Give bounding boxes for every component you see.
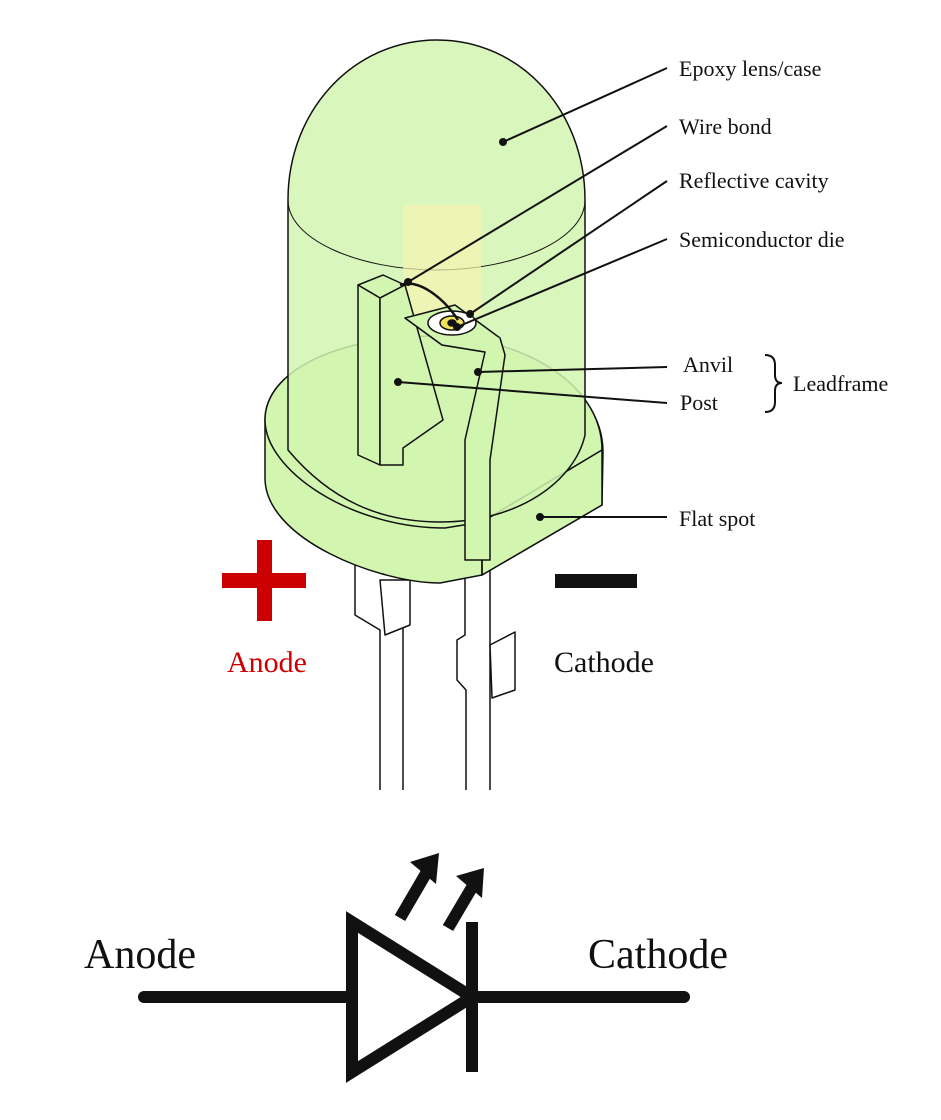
lead-cathode (456, 560, 516, 790)
label-leadframe: Leadframe (793, 371, 888, 396)
symbol-label-anode: Anode (84, 932, 196, 978)
led-schematic-symbol (138, 866, 690, 1083)
anvil (404, 304, 506, 561)
label-post: Post (680, 390, 718, 415)
label-anode: Anode (227, 646, 307, 679)
led-body (264, 39, 604, 790)
lead-anode (354, 560, 411, 790)
symbol-label-cathode: Cathode (588, 932, 728, 978)
light-glow (403, 205, 481, 315)
label-wire-bond: Wire bond (679, 114, 772, 139)
label-cathode: Cathode (554, 646, 654, 679)
label-epoxy: Epoxy lens/case (679, 56, 821, 81)
minus-sign (555, 574, 637, 588)
label-flat-spot: Flat spot (679, 506, 755, 531)
leadframe-brace (764, 354, 783, 413)
label-semiconductor-die: Semiconductor die (679, 227, 845, 252)
label-anvil: Anvil (683, 352, 733, 377)
emission-arrowheads (410, 853, 484, 898)
plus-sign (222, 540, 306, 621)
callout-lines (394, 67, 668, 521)
label-reflective-cavity: Reflective cavity (679, 168, 829, 193)
